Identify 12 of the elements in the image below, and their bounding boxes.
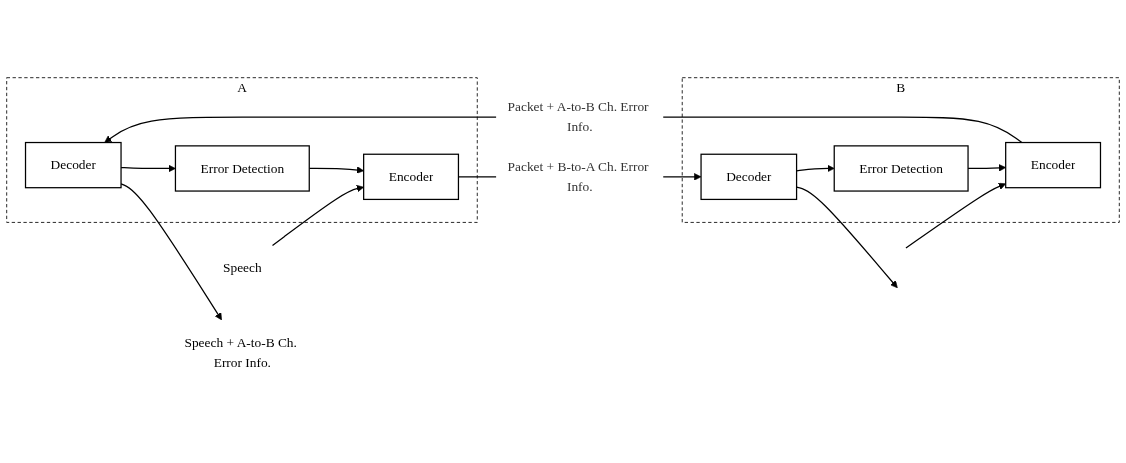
edge-label: Packet + B-to-A Ch. Error Info. bbox=[507, 159, 649, 194]
node-box: Decoder bbox=[700, 153, 798, 201]
arrow bbox=[905, 182, 1006, 249]
node-box: Error Detection bbox=[174, 145, 310, 192]
edge-label: Packet + A-to-B Ch. Error Info. bbox=[507, 99, 649, 135]
node-box: Encoder bbox=[1005, 142, 1102, 189]
node-box: Error Detection bbox=[833, 145, 969, 192]
arrow bbox=[271, 185, 364, 247]
node-box: Decoder bbox=[24, 142, 122, 189]
node-box: Encoder bbox=[363, 153, 460, 201]
node-text: Speech bbox=[223, 260, 262, 275]
node-text: Speech + A-to-B Ch. Error Info. bbox=[184, 335, 297, 370]
